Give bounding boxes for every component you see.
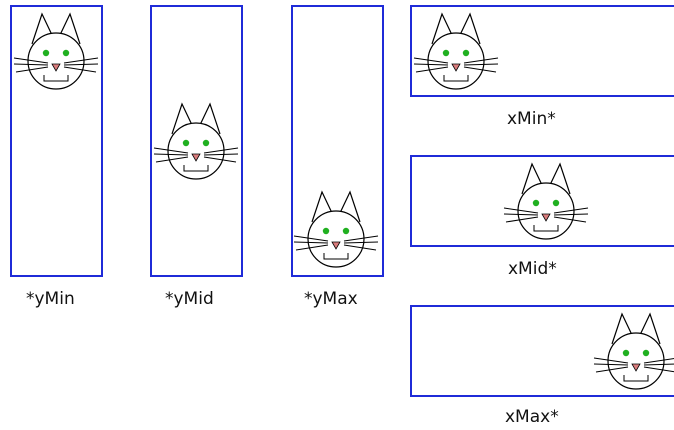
label-xmid: xMid* bbox=[508, 259, 557, 279]
label-ymax: *yMax bbox=[304, 289, 358, 309]
cat-icon bbox=[593, 313, 674, 390]
label-xmax: xMax* bbox=[505, 407, 559, 427]
panel-xmax bbox=[410, 305, 674, 397]
panel-ymin bbox=[10, 5, 103, 277]
label-ymid: *yMid bbox=[165, 289, 214, 309]
label-xmin: xMin* bbox=[507, 109, 556, 129]
panel-xmid bbox=[410, 155, 674, 247]
cat-icon bbox=[153, 103, 239, 180]
panel-ymid bbox=[150, 5, 243, 277]
label-ymin: *yMin bbox=[26, 289, 75, 309]
cat-icon bbox=[413, 13, 499, 90]
cat-icon bbox=[13, 13, 99, 90]
cat-icon bbox=[503, 163, 589, 240]
panel-ymax bbox=[291, 5, 384, 277]
panel-xmin bbox=[410, 5, 674, 97]
cat-icon bbox=[293, 191, 379, 268]
